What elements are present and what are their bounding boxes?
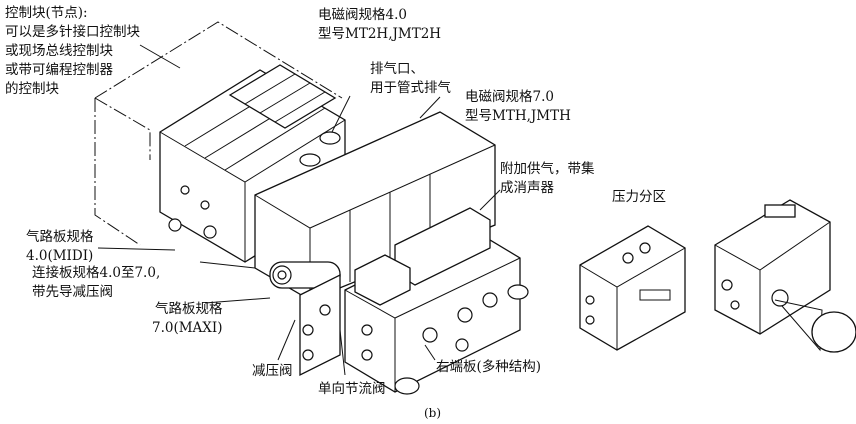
control-block-outline bbox=[94, 21, 343, 246]
label-pressure-zone: 压力分区 bbox=[612, 189, 666, 205]
label-line: 用于管式排气 bbox=[370, 80, 451, 96]
label-solenoid-7: 电磁阀规格7.0 型号MTH,JMTH bbox=[465, 88, 571, 126]
label-manifold-midi: 气路板规格 4.0(MIDI) bbox=[26, 228, 94, 266]
label-flow-control: 单向节流阀 bbox=[318, 381, 386, 397]
label-line: 气路板规格 bbox=[155, 301, 223, 317]
label-manifold-maxi: 气路板规格 7.0(MAXI) bbox=[112, 300, 223, 338]
label-line: 型号MTH,JMTH bbox=[465, 108, 571, 124]
flow-control-block bbox=[299, 273, 341, 377]
label-line: 连接板规格4.0至7.0, bbox=[32, 265, 161, 281]
label-exhaust-port: 排气口、 用于管式排气 bbox=[370, 60, 451, 98]
label-line: 气路板规格 bbox=[26, 229, 94, 245]
label-pressure-reducer: 减压阀 bbox=[252, 363, 293, 379]
label-line: 的控制块 bbox=[5, 81, 59, 97]
detached-module bbox=[714, 199, 856, 353]
label-line: 型号MT2H,JMT2H bbox=[318, 26, 442, 42]
label-line: 或现场总线控制块 bbox=[5, 43, 113, 59]
right-end-plate bbox=[344, 189, 529, 395]
label-line: 可以是多针接口控制块 bbox=[5, 24, 140, 40]
adapter-plate-regulator bbox=[269, 261, 341, 289]
label-line: 4.0(MIDI) bbox=[26, 248, 94, 264]
label-adapter-plate: 连接板规格4.0至7.0, 带先导减压阀 bbox=[32, 264, 160, 302]
label-line: 成消声器 bbox=[500, 180, 554, 196]
label-line: 控制块(节点): bbox=[5, 5, 88, 21]
solenoid-valves-7 bbox=[254, 95, 496, 301]
label-right-end-plate: 右端板(多种结构) bbox=[436, 359, 542, 375]
label-line: 附加供气，带集 bbox=[500, 161, 595, 177]
label-extra-supply: 附加供气，带集 成消声器 bbox=[500, 160, 595, 198]
label-solenoid-4: 电磁阀规格4.0 型号MT2H,JMT2H bbox=[318, 6, 441, 44]
label-line: 电磁阀规格7.0 bbox=[465, 89, 554, 105]
label-line: 电磁阀规格4.0 bbox=[318, 7, 407, 23]
leader-lines bbox=[97, 96, 441, 376]
label-control-block: 控制块(节点): 可以是多针接口控制块 或现场总线控制块 或带可编程控制器 的控… bbox=[5, 4, 140, 99]
label-line: 带先导减压阀 bbox=[32, 284, 113, 300]
pressure-zone-module bbox=[579, 225, 686, 351]
figure-caption: (b) bbox=[424, 406, 442, 420]
label-line: 或带可编程控制器 bbox=[5, 62, 113, 78]
label-line: 7.0(MAXI) bbox=[152, 320, 223, 336]
label-line: 排气口、 bbox=[370, 61, 424, 77]
